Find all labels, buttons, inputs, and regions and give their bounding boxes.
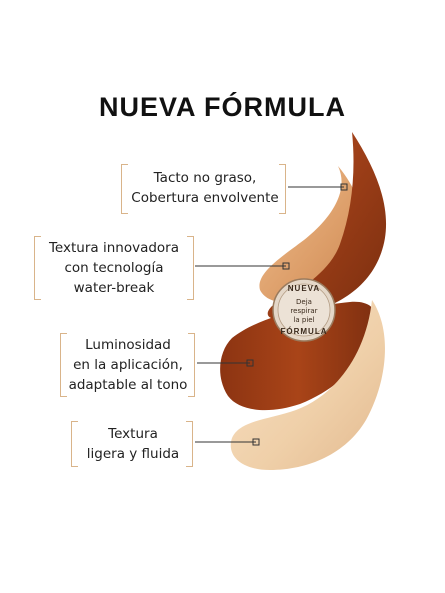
claim-4-bracket-right <box>186 421 193 467</box>
seal-bottom-text: FÓRMULA <box>281 327 328 336</box>
claim-3-bracket-right <box>188 333 195 397</box>
swatch-dark <box>267 132 387 320</box>
claim-3-line-1: Luminosidad <box>85 337 171 353</box>
page-title: NUEVA FÓRMULA <box>99 92 346 122</box>
claim-3-line-3: adaptable al tono <box>68 377 188 393</box>
claim-2-line-1: Textura innovadora <box>48 240 179 256</box>
seal-center-line-2: respirar <box>290 307 317 315</box>
swatch-light <box>230 300 385 470</box>
claim-1-bracket-left <box>121 164 128 214</box>
claim-1-line-1: Tacto no graso, <box>153 170 257 186</box>
claim-1-bracket-right <box>279 164 286 214</box>
nueva-formula-seal: NUEVA Deja respirar la piel FÓRMULA <box>272 278 336 342</box>
claim-1: Tacto no graso, Cobertura envolvente <box>125 168 285 208</box>
seal-center-line-1: Deja <box>296 298 312 306</box>
claim-2-bracket-left <box>34 236 41 300</box>
seal-center-line-3: la piel <box>293 316 314 324</box>
claim-4-line-1: Textura <box>108 426 158 442</box>
claim-4-bracket-left <box>71 421 78 467</box>
swatch-dark-lower <box>220 301 377 411</box>
claim-2: Textura innovadora con tecnología water-… <box>36 238 192 298</box>
leader-marker-2 <box>282 262 290 270</box>
claim-3-line-2: en la aplicación, <box>73 357 183 373</box>
leader-marker-4 <box>252 438 260 446</box>
claim-2-line-3: water-break <box>73 280 155 296</box>
claim-2-bracket-right <box>187 236 194 300</box>
leader-marker-3 <box>246 359 254 367</box>
leader-marker-1 <box>340 183 348 191</box>
claim-4-line-2: ligera y fluida <box>86 446 180 462</box>
claim-4: Textura ligera y fluida <box>75 424 191 464</box>
claim-3-bracket-left <box>60 333 67 397</box>
claim-3: Luminosidad en la aplicación, adaptable … <box>63 335 193 395</box>
claim-2-line-2: con tecnología <box>64 260 164 276</box>
claim-1-line-2: Cobertura envolvente <box>131 190 279 206</box>
seal-top-text: NUEVA <box>288 284 320 293</box>
